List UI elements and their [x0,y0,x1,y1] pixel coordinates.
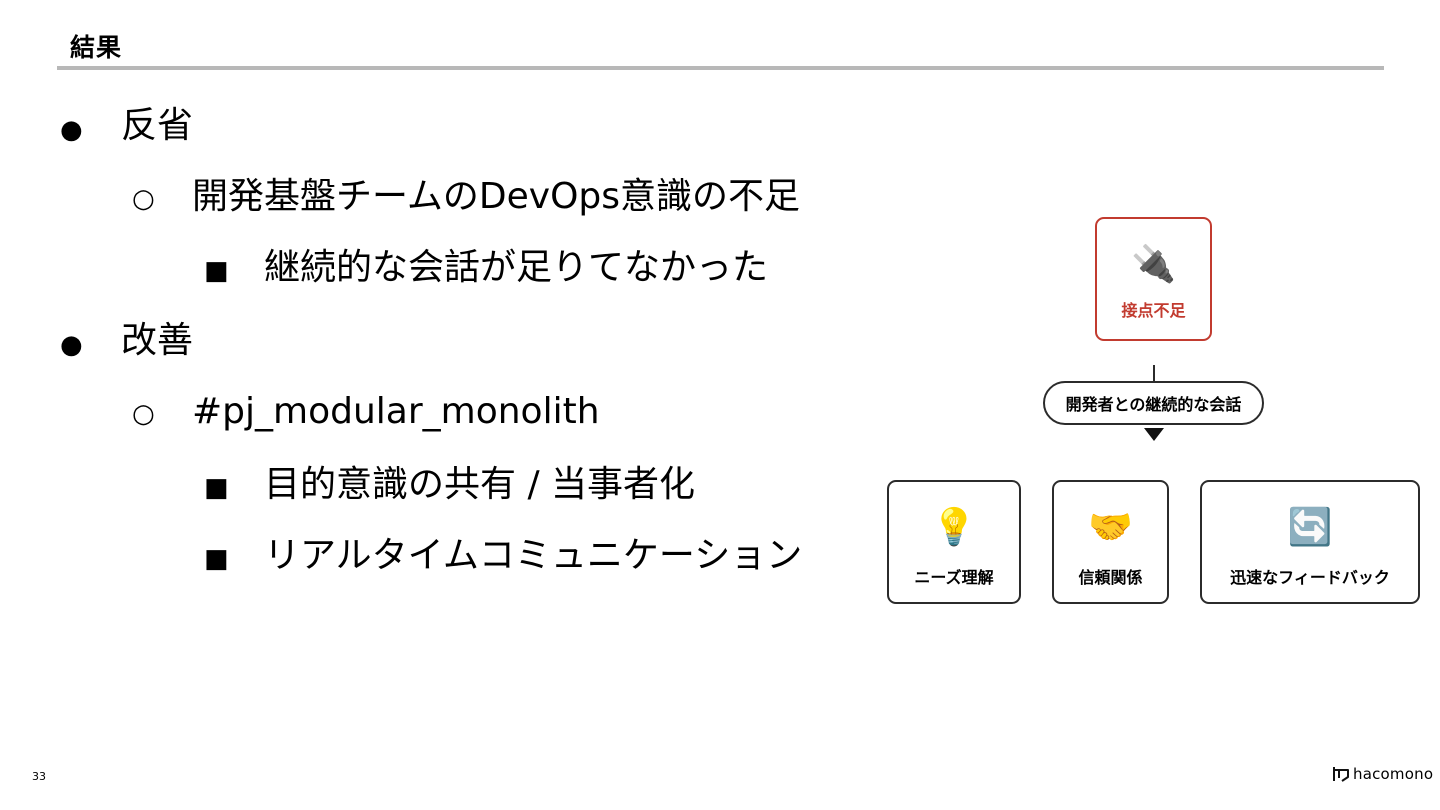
bullet-marker: ○ [132,399,155,429]
light-bulb-icon: 💡 [931,507,977,548]
bullet-marker: ● [60,330,83,360]
bullet-level3-realtime-communication: リアルタイムコミュニケーション [264,535,803,576]
connector-line [1153,365,1155,381]
needs-understanding-label: ニーズ理解 [914,568,994,587]
ongoing-conversation-pill: 開発者との継続的な会話 [1043,381,1264,425]
refresh-arrows-icon: 🔄 [1287,507,1333,548]
needs-understanding-card: 💡 ニーズ理解 [887,480,1021,604]
arrow-down-icon [1144,428,1164,441]
bullet-marker: ○ [132,184,155,214]
rapid-feedback-label: 迅速なフィードバック [1230,568,1390,587]
bullet-marker: ■ [204,473,229,503]
hacomono-logo-icon [1333,767,1349,782]
bullet-marker: ■ [204,544,229,574]
rapid-feedback-card: 🔄 迅速なフィードバック [1200,480,1420,604]
brand-logo: hacomono [1332,765,1433,783]
lack-of-contact-label: 接点不足 [1121,301,1186,320]
bullet-level2-channel: #pj_modular_monolith [192,391,600,432]
trust-relationship-label: 信頼関係 [1078,568,1143,587]
bullet-marker: ● [60,115,83,145]
plug-icon: 🔌 [1131,244,1176,285]
bullet-marker: ■ [204,256,229,286]
bullet-level3-conversation-lacking: 継続的な会話が足りてなかった [264,247,769,288]
handshake-icon: 🤝 [1088,507,1133,548]
slide-title: 結果 [70,33,123,62]
logo-text: hacomono [1353,765,1434,783]
title-underline [57,66,1384,70]
bullet-level1-improvement: 改善 [121,320,194,361]
bullet-level3-shared-purpose: 目的意識の共有 / 当事者化 [264,464,696,505]
trust-relationship-card: 🤝 信頼関係 [1052,480,1169,604]
page-number: 33 [32,770,46,783]
lack-of-contact-card: 🔌 接点不足 [1095,217,1212,341]
bullet-level2-devops-awareness: 開発基盤チームのDevOps意識の不足 [192,176,801,217]
bullet-level1-reflection: 反省 [121,105,194,146]
